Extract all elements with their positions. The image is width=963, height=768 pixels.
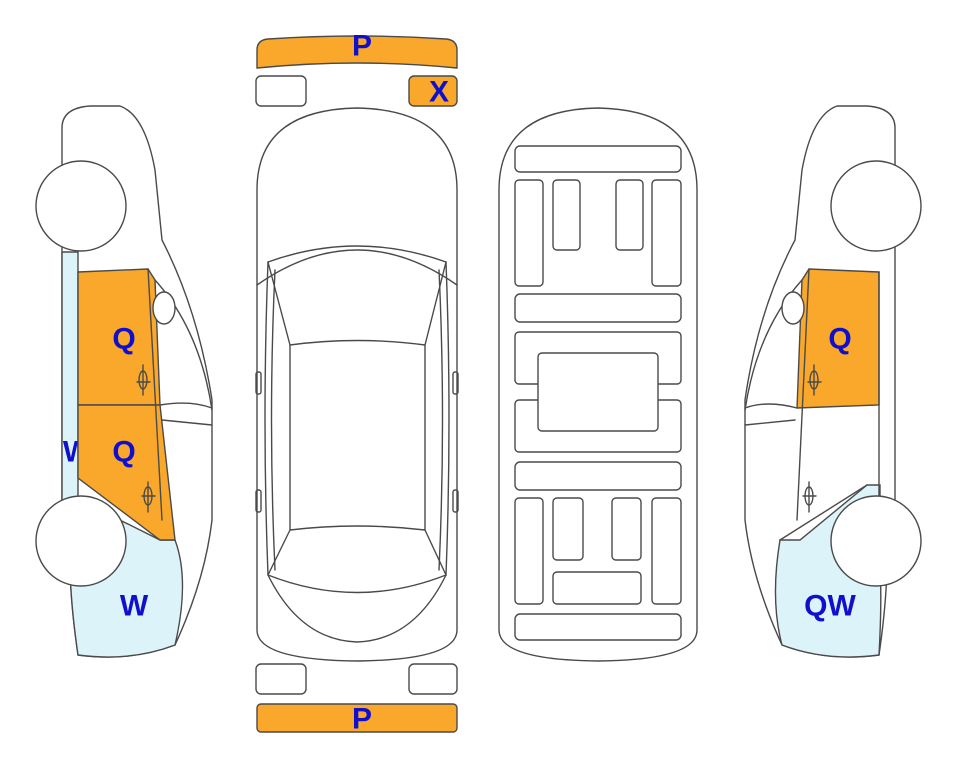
underbody-view xyxy=(498,107,698,662)
rear-bumper-label: P xyxy=(352,703,372,736)
right-rear-quarter-label: QW xyxy=(804,590,856,623)
right-rear-wheel xyxy=(830,495,922,587)
left-front-door[interactable]: Q xyxy=(77,268,161,406)
left-side-view: W W Q Q xyxy=(35,105,213,658)
left-rear-door[interactable]: Q xyxy=(77,404,176,541)
left-rear-door-label: Q xyxy=(112,436,135,469)
front-bumper[interactable]: P xyxy=(256,30,458,69)
right-front-door[interactable]: Q xyxy=(796,268,880,409)
right-front-lamp-label: X xyxy=(429,76,449,109)
left-rear-quarter-label: W xyxy=(120,590,149,623)
left-front-lamp[interactable] xyxy=(255,75,307,107)
front-bumper-label: P xyxy=(352,30,372,63)
right-front-lamp[interactable]: X xyxy=(408,75,458,109)
left-front-wheel xyxy=(35,160,127,252)
rear-bumper[interactable]: P xyxy=(256,703,458,736)
right-side-view: QW Q xyxy=(744,105,922,658)
right-front-wheel xyxy=(830,160,922,252)
left-rear-wheel xyxy=(35,495,127,587)
left-rear-lamp[interactable] xyxy=(255,663,307,695)
right-front-door-label: Q xyxy=(828,323,851,356)
left-front-door-label: Q xyxy=(112,323,135,356)
top-view-car xyxy=(255,107,459,662)
right-rear-lamp[interactable] xyxy=(408,663,458,695)
